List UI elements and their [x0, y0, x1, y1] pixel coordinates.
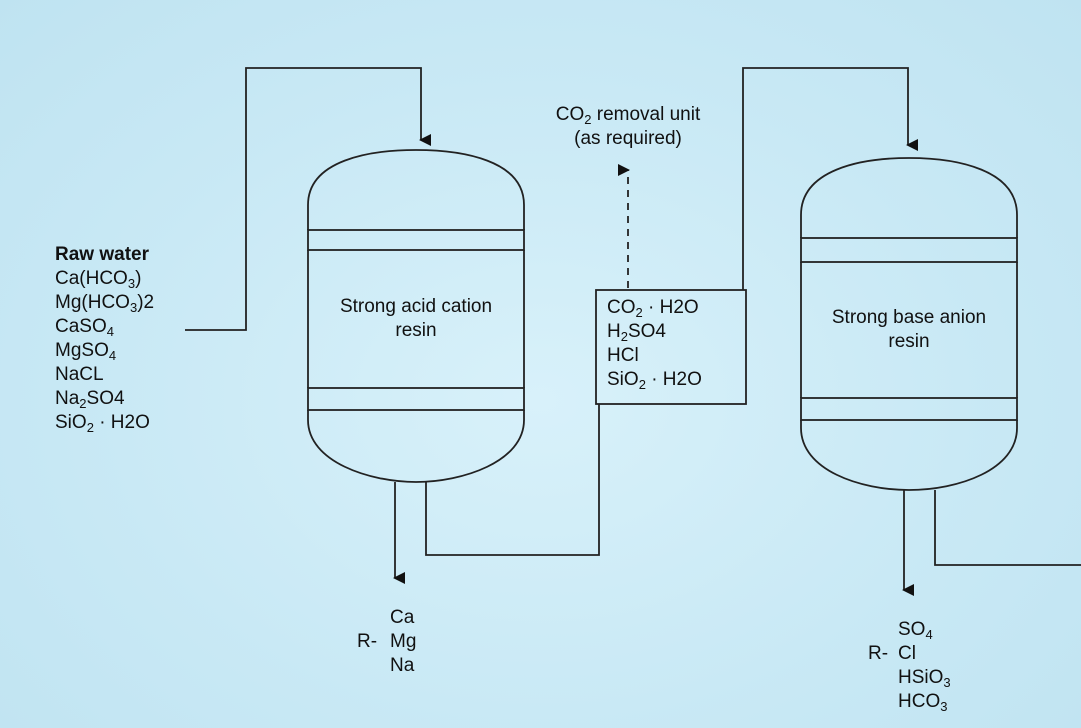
- anion-product-pipe: [934, 490, 1081, 566]
- raw-water-item: CaSO4: [55, 316, 114, 339]
- raw-water-item: NaCL: [55, 364, 104, 385]
- intermediate-box-list: CO2 · H2O H2SO4 HCl SiO2 · H2O: [607, 296, 702, 392]
- raw-water-item: Mg(HCO3)2: [55, 292, 155, 315]
- raw-water-title: Raw water: [55, 244, 149, 265]
- cation-output-list: Ca Mg Na: [390, 606, 416, 678]
- raw-water-list: Raw water Ca(HCO3) Mg(HCO3)2 CaSO4 MgSO4…: [55, 243, 154, 435]
- intermediate-stream-box: [595, 289, 747, 405]
- anion-output-item: Cl: [898, 643, 916, 664]
- cation-output-item: Na: [390, 655, 415, 676]
- anion-output-list: SO4 Cl HSiO3 HCO3: [898, 618, 951, 714]
- box-to-anion-pipe: [742, 67, 918, 290]
- anion-output-item: HCO3: [898, 691, 948, 714]
- raw-water-item: SiO2 · H2O: [55, 412, 150, 435]
- raw-water-item: Na2SO4: [55, 388, 125, 411]
- cation-output-item: Ca: [390, 607, 415, 628]
- cation-vessel-label: Strong acid cation resin: [339, 296, 493, 341]
- cation-output-item: Mg: [390, 631, 417, 652]
- raw-water-inlet-pipe: [185, 67, 431, 331]
- anion-output-item: SO4: [898, 619, 933, 642]
- cation-output-prefix: R-: [357, 631, 378, 652]
- anion-output-prefix: R-: [868, 643, 889, 664]
- anion-resin-vessel: [800, 157, 1018, 491]
- box-item: CO2 · H2O: [607, 297, 699, 320]
- raw-water-item: MgSO4: [55, 340, 117, 363]
- raw-water-item: Ca(HCO3): [55, 268, 142, 291]
- box-item: H2SO4: [607, 321, 666, 344]
- cation-resin-vessel: [307, 149, 525, 483]
- anion-output-item: HSiO3: [898, 667, 951, 690]
- anion-vessel-label: Strong base anion resin: [831, 307, 987, 352]
- co2-removal-label: CO2 removal unit (as required): [555, 104, 701, 149]
- cation-to-box-pipe: [425, 404, 600, 556]
- box-item: HCl: [607, 345, 639, 366]
- box-item: SiO2 · H2O: [607, 369, 702, 392]
